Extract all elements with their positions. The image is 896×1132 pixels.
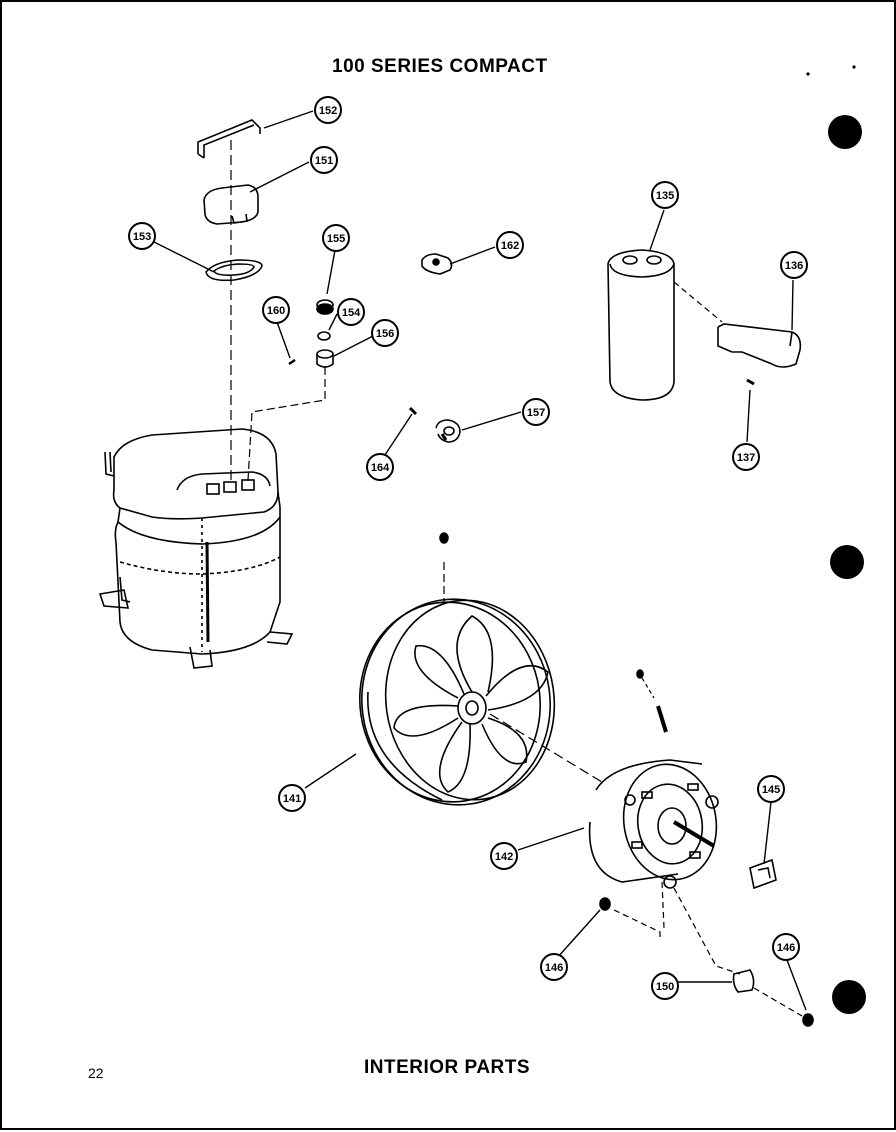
callout-label: 146 <box>777 942 795 954</box>
callout-146-left: 146 <box>540 953 568 981</box>
compressor-drawing <box>98 428 294 669</box>
callout-146-right: 146 <box>772 933 800 961</box>
capacitor-bracket-drawing <box>717 323 802 386</box>
callout-label: 153 <box>133 231 151 243</box>
callout-label: 136 <box>785 260 803 272</box>
callout-136: 136 <box>780 251 808 279</box>
binder-hole <box>830 545 864 579</box>
callout-label: 157 <box>527 407 545 419</box>
callout-label: 141 <box>283 793 301 805</box>
leader-lines <box>153 110 807 1011</box>
callout-label: 137 <box>737 452 755 464</box>
callout-label: 142 <box>495 851 513 863</box>
clip-drawing <box>197 119 261 159</box>
callout-155: 155 <box>322 224 350 252</box>
callout-156: 156 <box>371 319 399 347</box>
page-title: 100 SERIES COMPACT <box>332 56 548 77</box>
callout-151: 151 <box>310 146 338 174</box>
fan-motor-drawing <box>588 669 719 889</box>
callout-160: 160 <box>262 296 290 324</box>
callout-label: 164 <box>371 462 390 474</box>
clamp-157-drawing <box>408 406 461 443</box>
mount-hardware-drawing <box>599 881 814 1027</box>
callout-164: 164 <box>366 453 394 481</box>
motor-shaft-leader <box>489 713 603 783</box>
dot-mark <box>852 65 856 69</box>
binder-hole <box>828 115 862 149</box>
callout-label: 151 <box>315 155 333 167</box>
callout-137: 137 <box>732 443 760 471</box>
gasket-drawing <box>205 259 263 282</box>
callout-141: 141 <box>278 784 306 812</box>
callout-150: 150 <box>651 972 679 1000</box>
clamp-162-drawing <box>421 253 453 275</box>
callout-154: 154 <box>337 298 365 326</box>
callout-145: 145 <box>757 775 785 803</box>
fan-blade-drawing <box>358 532 556 806</box>
section-title: INTERIOR PARTS <box>364 1057 531 1078</box>
callout-label: 160 <box>267 305 285 317</box>
callout-157: 157 <box>522 398 550 426</box>
callout-142: 142 <box>490 842 518 870</box>
callout-162: 162 <box>496 231 524 259</box>
callout-label: 150 <box>656 981 674 993</box>
callout-label: 152 <box>319 105 337 117</box>
dot-mark <box>806 72 810 76</box>
capacitor-drawing <box>607 249 723 401</box>
callout-label: 155 <box>327 233 345 245</box>
callout-135: 135 <box>651 181 679 209</box>
callout-label: 154 <box>342 307 361 319</box>
callout-label: 156 <box>376 328 394 340</box>
page-number: 22 <box>88 1065 104 1081</box>
binder-hole <box>832 980 866 1014</box>
callout-label: 162 <box>501 240 519 252</box>
plate-drawing <box>749 858 777 890</box>
grommet-leader <box>247 367 326 481</box>
callout-label: 145 <box>762 784 780 796</box>
callout-153: 153 <box>128 222 156 250</box>
hardware-stack-drawing <box>288 299 334 368</box>
callout-label: 135 <box>656 190 674 202</box>
terminal-cover-drawing <box>203 184 259 225</box>
callout-152: 152 <box>314 96 342 124</box>
callout-label: 146 <box>545 962 563 974</box>
